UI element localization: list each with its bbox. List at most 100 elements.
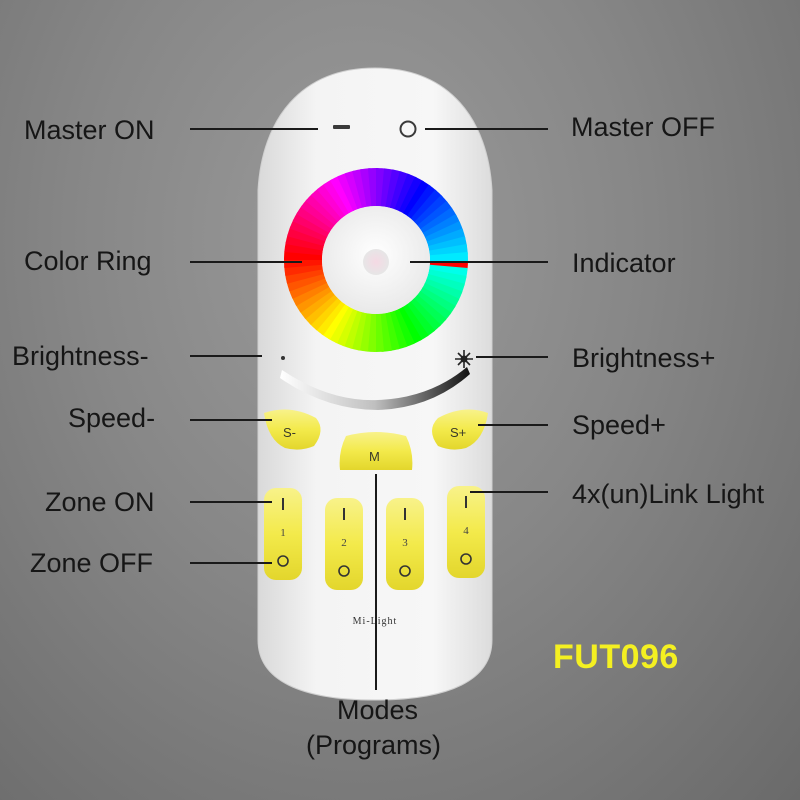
- color-ring-segment[interactable]: [373, 313, 385, 352]
- color-ring-segment[interactable]: [403, 180, 431, 217]
- zone-4-button[interactable]: 4: [447, 486, 485, 578]
- color-ring-segment[interactable]: [426, 273, 465, 294]
- svg-text:M: M: [369, 449, 380, 464]
- color-ring-segment[interactable]: [388, 310, 408, 350]
- color-ring-segment[interactable]: [352, 169, 369, 208]
- color-ring-segment[interactable]: [393, 308, 415, 348]
- color-ring-segment[interactable]: [292, 211, 330, 238]
- programs-label: (Programs): [306, 730, 442, 760]
- master-on-button[interactable]: [333, 125, 350, 129]
- color-ring-segment[interactable]: [397, 306, 422, 345]
- zone-number: 4: [463, 525, 469, 537]
- color-ring-segment[interactable]: [288, 277, 328, 299]
- zone-1-button[interactable]: 1: [264, 488, 302, 580]
- color-ring-segment[interactable]: [419, 287, 456, 315]
- color-ring-segment[interactable]: [422, 214, 461, 239]
- zone-off-label: Zone OFF: [30, 548, 154, 578]
- color-ring-segment[interactable]: [342, 310, 363, 349]
- color-ring-segment[interactable]: [316, 183, 347, 219]
- master-off-label: Master OFF: [571, 112, 716, 142]
- color-ring-segment[interactable]: [327, 306, 354, 344]
- color-ring-segment[interactable]: [344, 170, 364, 210]
- color-ring-segment[interactable]: [337, 172, 359, 212]
- color-ring-segment[interactable]: [309, 297, 342, 331]
- color-ring-segment[interactable]: [287, 226, 326, 247]
- color-ring-segment[interactable]: [394, 173, 418, 212]
- zone-on-icon: [343, 508, 345, 520]
- color-ring-segment[interactable]: [424, 278, 463, 302]
- brightness-minus-label: Brightness-: [12, 341, 149, 371]
- color-ring-segment[interactable]: [420, 207, 457, 235]
- brightness-slider[interactable]: [280, 367, 470, 410]
- mode-button[interactable]: M: [339, 432, 413, 470]
- zone-number: 2: [341, 537, 347, 549]
- color-ring-segment[interactable]: [416, 290, 452, 321]
- color-ring-segment[interactable]: [367, 168, 379, 207]
- color-ring-segment[interactable]: [289, 218, 328, 242]
- color-ring-segment[interactable]: [300, 199, 336, 230]
- color-ring-segment[interactable]: [428, 236, 467, 253]
- zone-number: 1: [280, 527, 286, 539]
- speed-minus-label: Speed-: [68, 403, 156, 433]
- color-ring-segment[interactable]: [305, 193, 339, 226]
- color-ring[interactable]: [284, 168, 468, 352]
- zone-off-icon: [338, 565, 350, 577]
- color-ring-segment[interactable]: [284, 257, 323, 269]
- zone-on-icon: [465, 496, 467, 508]
- color-ring-segment[interactable]: [383, 312, 400, 351]
- master-off-button[interactable]: [399, 120, 417, 138]
- speed-minus-button[interactable]: S-: [264, 409, 321, 450]
- zone-3-button[interactable]: 3: [386, 498, 424, 590]
- color-ring-segment[interactable]: [414, 194, 448, 227]
- color-ring-segment[interactable]: [413, 294, 447, 327]
- color-ring-segment[interactable]: [334, 308, 358, 347]
- color-ring-segment[interactable]: [410, 189, 443, 223]
- brightness-minus-icon[interactable]: [281, 356, 285, 360]
- color-ring-segment[interactable]: [286, 272, 326, 292]
- brightness-plus-label: Brightness+: [572, 343, 716, 373]
- color-ring-segment[interactable]: [405, 301, 436, 337]
- color-ring-segment[interactable]: [417, 200, 453, 231]
- color-ring-segment[interactable]: [401, 304, 429, 341]
- master-on-label: Master ON: [24, 115, 155, 145]
- zone-on-icon: [404, 508, 406, 520]
- svg-text:S+: S+: [450, 425, 466, 440]
- zone-2-button[interactable]: 2: [325, 498, 363, 590]
- color-ring-segment[interactable]: [330, 175, 355, 214]
- color-ring-segment[interactable]: [323, 179, 351, 216]
- zone-on-icon: [282, 498, 284, 510]
- color-ring-segment[interactable]: [291, 281, 330, 306]
- indicator-led: [363, 249, 389, 275]
- color-ring-segment[interactable]: [422, 282, 460, 309]
- speed-plus-label: Speed+: [572, 410, 666, 440]
- color-ring-segment[interactable]: [321, 303, 349, 340]
- color-ring-segment[interactable]: [406, 184, 437, 220]
- color-ring-segment[interactable]: [424, 221, 464, 243]
- color-ring-segment[interactable]: [315, 300, 346, 336]
- color-ring-segment[interactable]: [389, 171, 410, 210]
- color-ring-segment[interactable]: [310, 188, 343, 222]
- leader-lines: [190, 128, 548, 690]
- zone-off-icon: [277, 555, 289, 567]
- color-ring-segment[interactable]: [285, 267, 324, 284]
- zone-off-icon: [460, 553, 472, 565]
- brand-logo: Mi-Light: [353, 616, 398, 627]
- color-ring-segment[interactable]: [299, 289, 335, 320]
- color-ring-segment[interactable]: [429, 251, 468, 263]
- model-name: FUT096: [553, 638, 679, 676]
- color-ring-segment[interactable]: [304, 293, 338, 326]
- svg-text:S-: S-: [283, 425, 296, 440]
- link-light-label: 4x(un)Link Light: [572, 479, 765, 509]
- color-ring-segment[interactable]: [296, 205, 333, 233]
- color-ring-segment[interactable]: [426, 228, 466, 248]
- color-ring-segment[interactable]: [295, 285, 332, 313]
- color-ring-segment[interactable]: [398, 176, 425, 214]
- indicator-label: Indicator: [572, 248, 676, 278]
- modes-label: Modes: [337, 695, 419, 725]
- zone-off-icon: [399, 565, 411, 577]
- color-ring-segment[interactable]: [409, 298, 442, 332]
- speed-plus-button[interactable]: S+: [432, 409, 488, 450]
- zone-number: 3: [402, 537, 408, 549]
- color-ring-label: Color Ring: [24, 246, 152, 276]
